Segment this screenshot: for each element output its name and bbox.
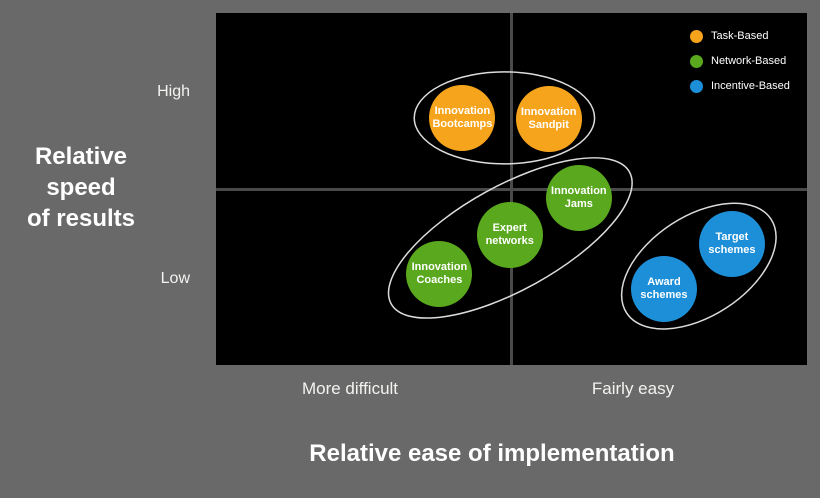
bubble-innovation-sandpit: Innovation Sandpit [515, 85, 582, 152]
group-ellipse-incentive-based [620, 202, 777, 330]
legend-dot-task-based [690, 29, 703, 43]
bubble-label: Innovation Coaches [411, 260, 468, 286]
bubble-label: Target schemes [708, 230, 756, 256]
legend-item-task-based: Task-Based [690, 29, 790, 43]
legend-dot-incentive-based [690, 79, 703, 93]
group-ellipse-network-based [387, 157, 633, 319]
y-tick-low: Low [160, 270, 190, 287]
legend-item-network-based: Network-Based [690, 54, 790, 68]
bubble-label: Innovation Jams [551, 185, 607, 211]
legend-label: Task-Based [711, 30, 769, 42]
legend-label: Network-Based [711, 55, 787, 67]
legend-dot-network-based [690, 54, 703, 68]
bubble-label: Innovation Bootcamps [432, 104, 493, 130]
bubble-innovation-coaches: Innovation Coaches [406, 240, 473, 307]
group-ellipses-layer [387, 71, 777, 330]
x-tick-fairly-easy: Fairly easy [591, 379, 675, 398]
bubble-label: Expert networks [485, 222, 534, 248]
quadrant-divider-horizontal [216, 188, 807, 191]
bubble-label: Award schemes [640, 275, 688, 301]
group-ellipse-task-based [413, 71, 596, 165]
legend: Task-Based Network-Based Incentive-Based [690, 29, 790, 93]
bubble-target-schemes: Target schemes [698, 210, 765, 277]
bubble-label: Innovation Sandpit [520, 105, 577, 131]
bubble-expert-networks: Expert networks [476, 202, 543, 269]
y-axis-title: Relative speed of results [26, 143, 136, 232]
legend-item-incentive-based: Incentive-Based [690, 79, 790, 93]
bubble-innovation-bootcamps: Innovation Bootcamps [429, 84, 496, 151]
x-axis-title: Relative ease of implementation [309, 440, 675, 467]
bubble-innovation-jams: Innovation Jams [545, 165, 612, 232]
bubble-award-schemes: Award schemes [630, 255, 697, 322]
x-tick-more-difficult: More difficult [301, 379, 399, 398]
legend-label: Incentive-Based [711, 80, 790, 92]
y-tick-high: High [157, 83, 190, 100]
